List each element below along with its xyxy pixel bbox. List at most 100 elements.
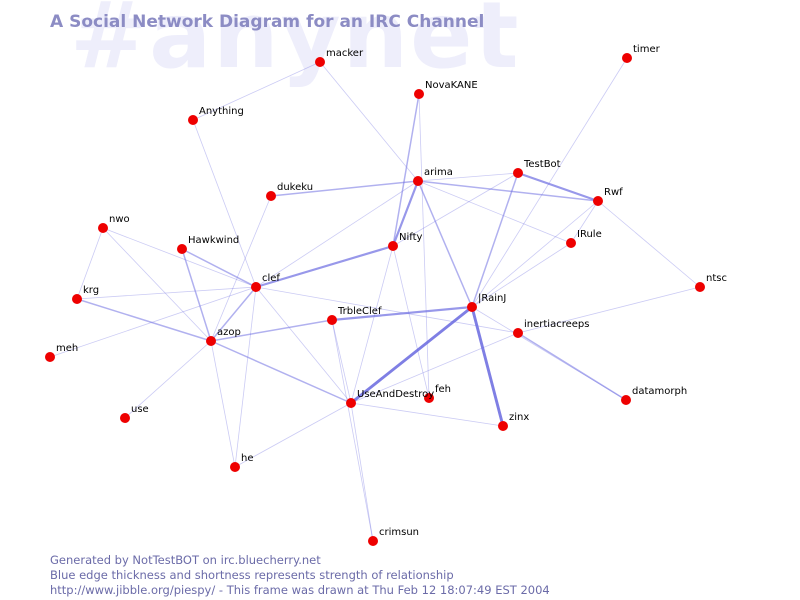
node-dot[interactable] xyxy=(413,176,423,186)
node-label: arima xyxy=(424,167,453,178)
node-dot[interactable] xyxy=(251,282,261,292)
node-ntsc[interactable]: ntsc xyxy=(695,273,727,292)
edge-arima-dukeku xyxy=(270,180,419,197)
node-label: clef xyxy=(262,273,280,284)
edge-Hawkwind-clef xyxy=(181,248,257,288)
node-dot[interactable] xyxy=(621,395,631,405)
node-dot[interactable] xyxy=(498,421,508,431)
node-RainJ[interactable]: |RainJ xyxy=(467,293,506,312)
edge-macker-arima xyxy=(319,61,419,182)
node-dot[interactable] xyxy=(388,241,398,251)
edge-Nifty-UseAndDestroy xyxy=(350,245,394,404)
node-dot[interactable] xyxy=(120,413,130,423)
node-IRule[interactable]: IRule xyxy=(566,229,602,248)
diagram-title: A Social Network Diagram for an IRC Chan… xyxy=(50,12,485,32)
edge-TrbleClef-crimsun xyxy=(331,319,374,542)
edge-Anything-clef xyxy=(192,119,257,288)
node-dot[interactable] xyxy=(368,536,378,546)
node-label: use xyxy=(131,404,149,415)
node-Rwf[interactable]: Rwf xyxy=(593,187,623,206)
node-dot[interactable] xyxy=(206,336,216,346)
edge-TestBot-Rwf xyxy=(516,171,600,203)
node-dot[interactable] xyxy=(230,462,240,472)
edge-NovaKANE-feh xyxy=(418,93,430,399)
node-dot[interactable] xyxy=(566,238,576,248)
node-dot[interactable] xyxy=(72,294,82,304)
node-datamorph[interactable]: datamorph xyxy=(621,386,687,405)
node-dot[interactable] xyxy=(177,244,187,254)
edge-UseAndDestroy-he xyxy=(234,402,352,468)
node-meh[interactable]: meh xyxy=(45,343,78,362)
node-dot[interactable] xyxy=(467,302,477,312)
node-TestBot[interactable]: TestBot xyxy=(513,159,561,178)
node-dot[interactable] xyxy=(622,53,632,63)
node-Hawkwind[interactable]: Hawkwind xyxy=(177,235,239,254)
node-label: timer xyxy=(633,44,661,55)
node-timer[interactable]: timer xyxy=(622,44,661,63)
node-label: krg xyxy=(83,285,99,296)
edge-dukeku-azop xyxy=(210,195,272,342)
edge-clef-UseAndDestroy xyxy=(255,286,352,404)
edge-TrbleClef-UseAndDestroy xyxy=(331,319,352,404)
node-dot[interactable] xyxy=(695,282,705,292)
node-macker[interactable]: macker xyxy=(315,48,364,67)
node-UseAndDestroy[interactable]: UseAndDestroy xyxy=(346,389,434,408)
edge-Nifty-feh xyxy=(392,245,430,399)
node-dot[interactable] xyxy=(513,168,523,178)
edge-azop-he xyxy=(210,340,236,468)
edge-nwo-krg xyxy=(76,227,104,300)
node-dot[interactable] xyxy=(346,398,356,408)
edge-timer-RainJ xyxy=(471,57,628,308)
channel-watermark: #anynet xyxy=(70,0,521,89)
edge-TestBot-Nifty xyxy=(392,172,519,247)
node-label: he xyxy=(241,453,254,464)
edge-arima-clef xyxy=(255,180,419,288)
node-azop[interactable]: azop xyxy=(206,327,241,346)
node-dot[interactable] xyxy=(188,115,198,125)
node-zinx[interactable]: zinx xyxy=(498,412,529,431)
node-Nifty[interactable]: Nifty xyxy=(388,232,423,251)
node-dot[interactable] xyxy=(315,57,325,67)
node-feh[interactable]: feh xyxy=(424,384,451,403)
edge-RainJ-TrbleClef xyxy=(330,305,474,322)
node-dot[interactable] xyxy=(45,352,55,362)
edge-macker-Anything xyxy=(192,61,321,121)
node-label: zinx xyxy=(509,412,529,423)
edge-RainJ-UseAndDestroy xyxy=(349,305,474,405)
edge-clef-azop xyxy=(210,286,257,342)
node-inertiacreeps[interactable]: inertiacreeps xyxy=(513,319,589,338)
edge-Rwf-IRule xyxy=(570,200,599,244)
node-label: |RainJ xyxy=(478,293,506,304)
node-dot[interactable] xyxy=(266,191,276,201)
edge-Nifty-clef xyxy=(254,244,395,289)
node-dot[interactable] xyxy=(424,393,434,403)
node-NovaKANE[interactable]: NovaKANE xyxy=(414,80,478,99)
edge-clef-inertiacreeps xyxy=(255,286,519,334)
node-dot[interactable] xyxy=(593,196,603,206)
node-use[interactable]: use xyxy=(120,404,149,423)
node-label: macker xyxy=(326,48,364,59)
node-clef[interactable]: clef xyxy=(251,273,280,292)
node-dukeku[interactable]: dukeku xyxy=(266,182,313,201)
edge-RainJ-zinx xyxy=(470,305,505,428)
node-dot[interactable] xyxy=(327,315,337,325)
node-dot[interactable] xyxy=(513,328,523,338)
node-label: Nifty xyxy=(399,232,423,243)
edge-arima-Nifty xyxy=(391,179,420,248)
edge-arima-Rwf xyxy=(417,180,599,202)
node-arima[interactable]: arima xyxy=(413,167,453,186)
node-label: ntsc xyxy=(706,273,727,284)
node-label: Hawkwind xyxy=(188,235,239,246)
node-TrbleClef[interactable]: TrbleClef xyxy=(327,306,382,325)
node-nwo[interactable]: nwo xyxy=(98,214,130,233)
node-dot[interactable] xyxy=(414,89,424,99)
node-label: crimsun xyxy=(379,527,419,538)
node-dot[interactable] xyxy=(98,223,108,233)
node-Anything[interactable]: Anything xyxy=(188,106,244,125)
footer-generated-by: Generated by NotTestBOT on irc.bluecherr… xyxy=(50,553,321,567)
node-he[interactable]: he xyxy=(230,453,254,472)
node-krg[interactable]: krg xyxy=(72,285,99,304)
footer: Generated by NotTestBOT on irc.bluecherr… xyxy=(50,553,550,598)
node-crimsun[interactable]: crimsun xyxy=(368,527,419,546)
